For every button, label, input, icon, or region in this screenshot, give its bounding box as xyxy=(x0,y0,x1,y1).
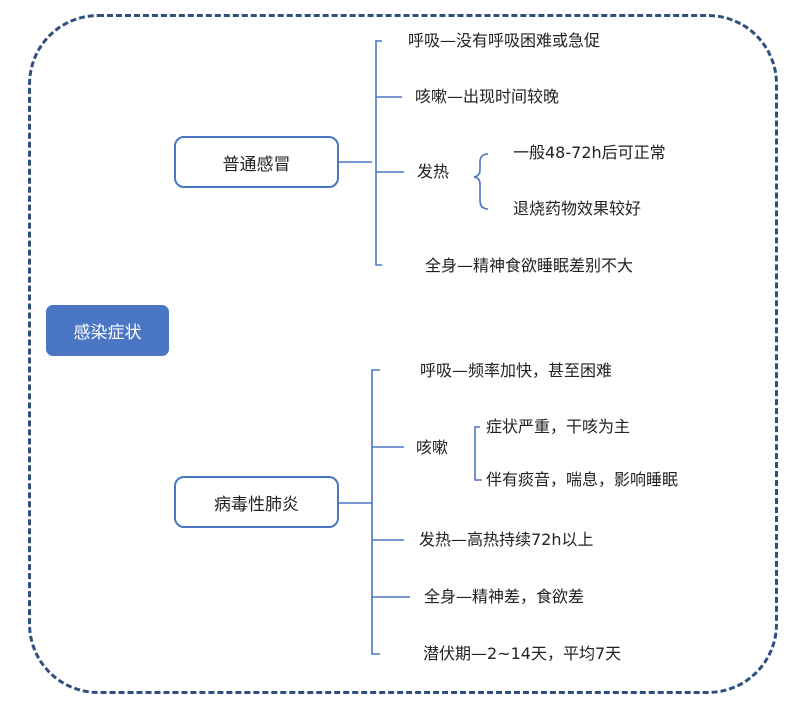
cold-body-item: 全身—精神食欲睡眠差别不大 xyxy=(425,256,634,275)
pneumonia-fever-item: 发热—高热持续72h以上 xyxy=(419,530,594,549)
pneumonia-body-item: 全身—精神差，食欲差 xyxy=(424,587,585,606)
bracket-pn-cough xyxy=(474,426,482,481)
bracket-cold xyxy=(375,40,382,266)
root-node-infection-symptoms: 感染症状 xyxy=(46,305,169,356)
cold-cough-item: 咳嗽—出现时间较晚 xyxy=(415,87,560,106)
cold-fever-detail-2: 退烧药物效果较好 xyxy=(513,199,642,218)
pneumonia-cough-detail-2: 伴有痰音，喘息，影响睡眠 xyxy=(486,470,679,489)
pneumonia-incubation-item: 潜伏期—2~14天，平均7天 xyxy=(423,644,622,663)
category-viral-pneumonia: 病毒性肺炎 xyxy=(174,476,339,528)
brace-cold-fever xyxy=(473,153,489,210)
cold-breath-item: 呼吸—没有呼吸困难或急促 xyxy=(408,31,601,50)
pneumonia-cough-item: 咳嗽 xyxy=(416,438,449,457)
bracket-pneumonia xyxy=(371,369,380,655)
cold-fever-detail-1: 一般48-72h后可正常 xyxy=(513,143,666,162)
pneumonia-breath-item: 呼吸—频率加快，甚至困难 xyxy=(420,361,613,380)
category-common-cold: 普通感冒 xyxy=(174,136,339,188)
cold-fever-item: 发热 xyxy=(417,162,450,181)
pneumonia-cough-detail-1: 症状严重，干咳为主 xyxy=(486,417,631,436)
dashed-frame xyxy=(28,14,778,694)
